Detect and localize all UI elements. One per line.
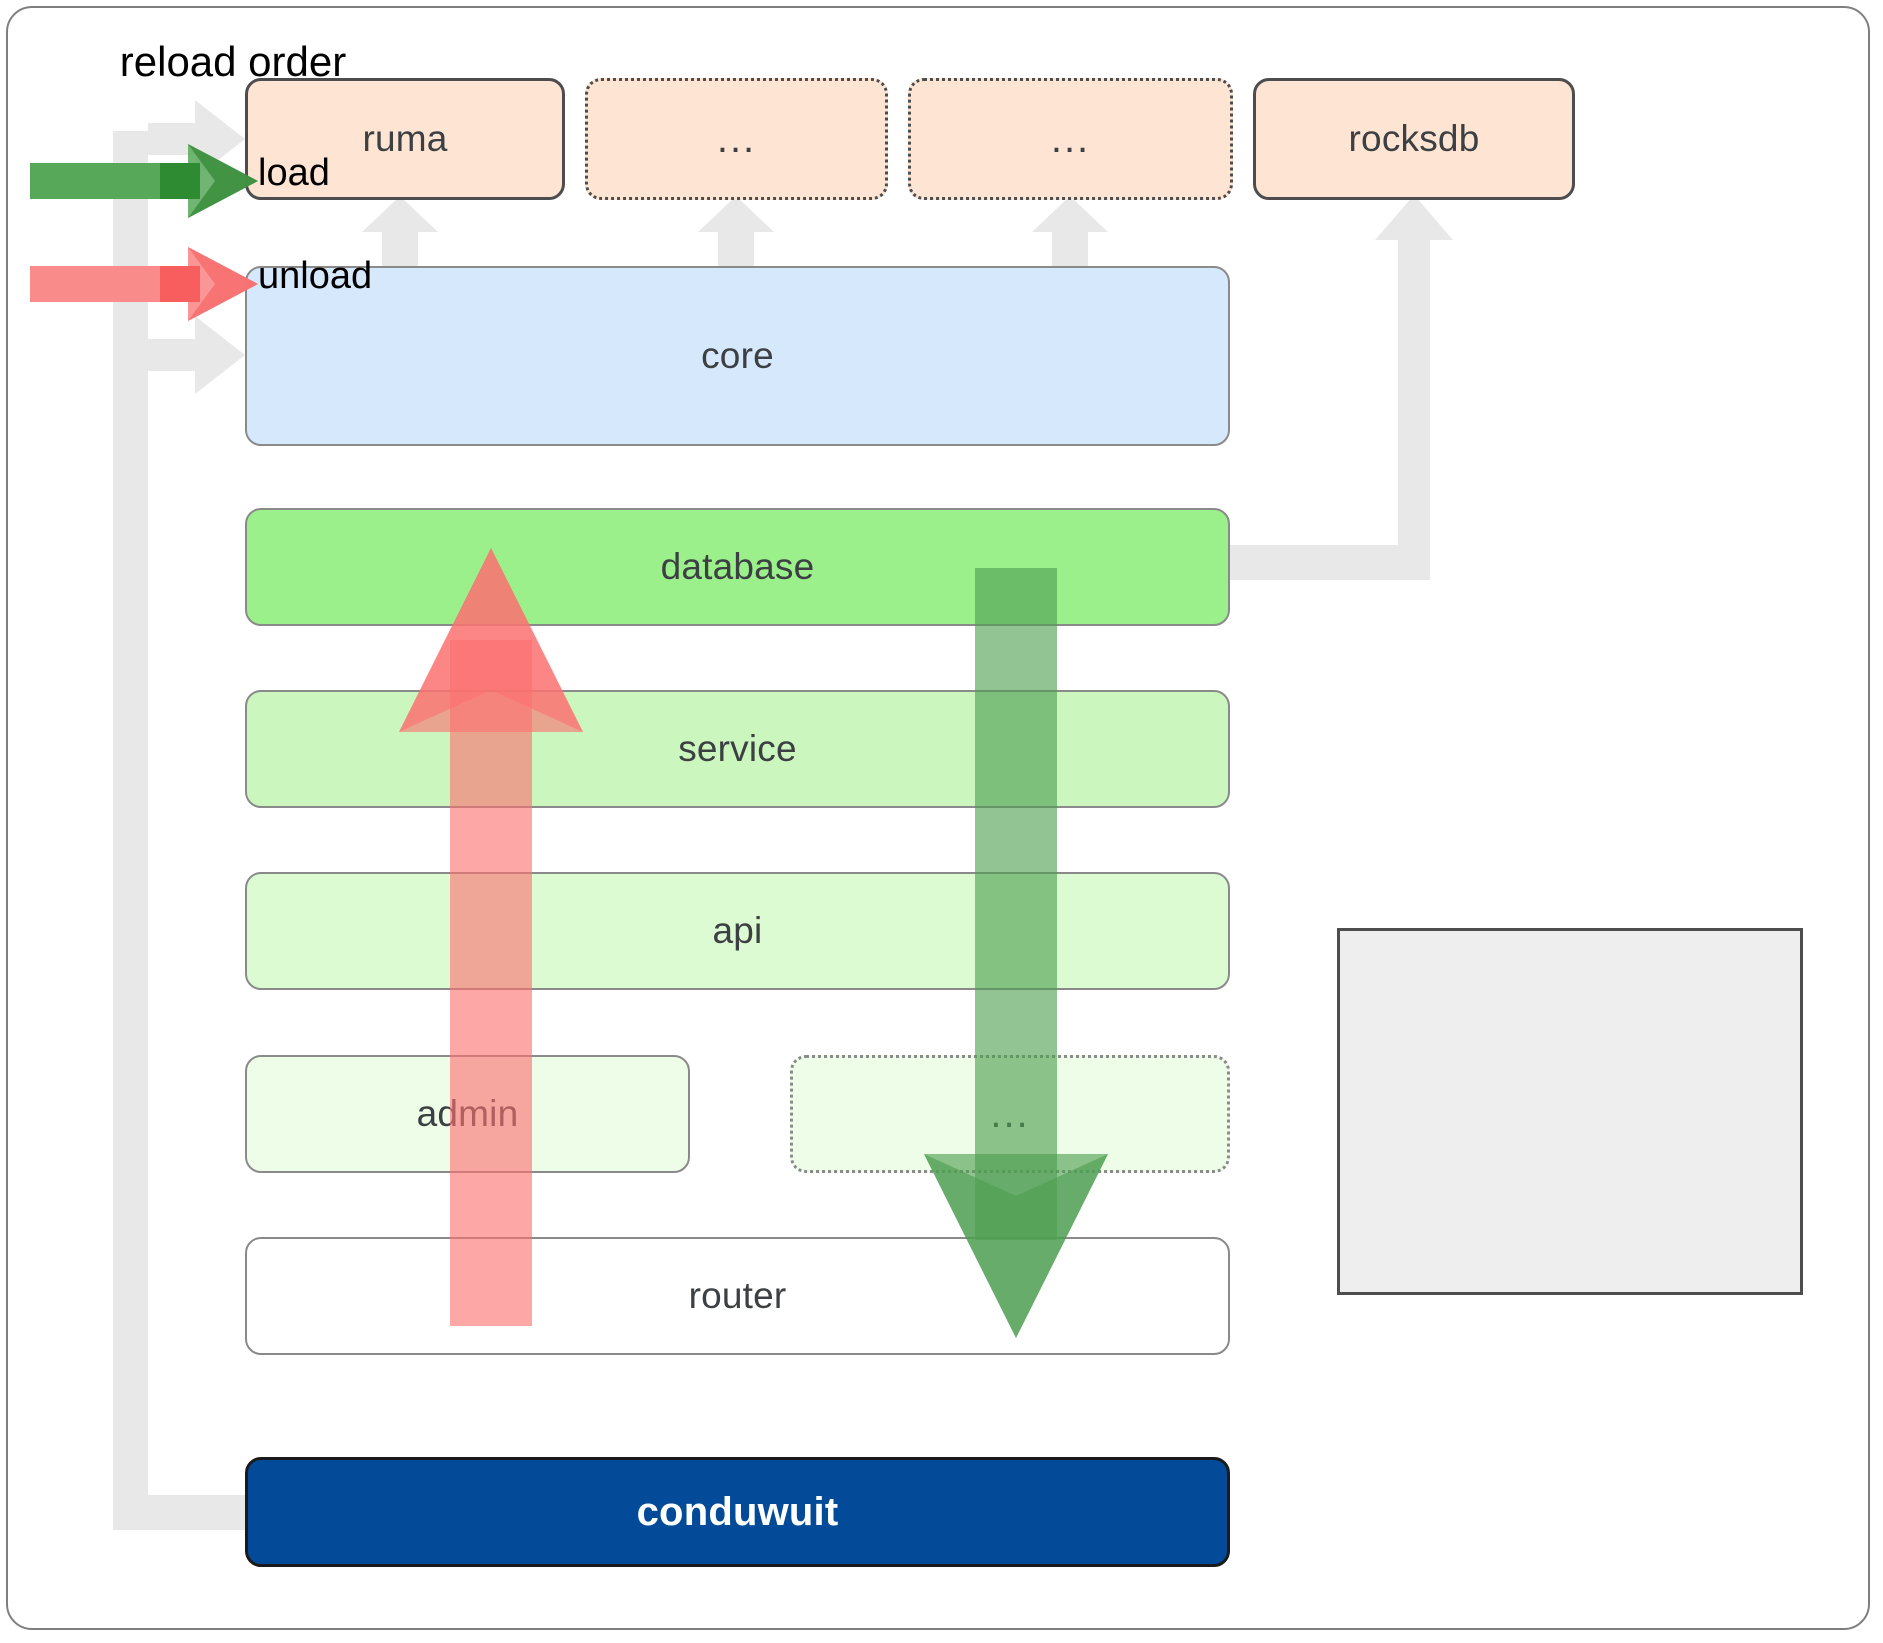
crate-label-admin: admin <box>416 1093 519 1134</box>
crate-label-api: api <box>712 910 763 951</box>
legend-item-unload: unload <box>0 245 466 325</box>
crate-box-api[interactable]: api <box>245 872 1230 990</box>
crate-label-conduwuit: conduwuit <box>636 1489 839 1534</box>
crate-box-conduwuit[interactable]: conduwuit <box>245 1457 1230 1567</box>
legend-title: reload order <box>119 38 347 85</box>
unload-arrow-icon <box>30 247 258 321</box>
crate-box-admin[interactable]: admin <box>245 1055 690 1173</box>
dependency-box-rocksdb[interactable]: rocksdb <box>1253 78 1575 200</box>
crate-label-service: service <box>678 728 797 769</box>
dependency-label-ruma: ruma <box>362 118 448 159</box>
legend-item-load: load <box>0 142 466 222</box>
legend-label-load: load <box>258 152 330 194</box>
crate-label-ellipsis-3: ... <box>990 1091 1030 1136</box>
crate-box-core[interactable]: core <box>245 266 1230 446</box>
crate-label-database: database <box>660 546 815 587</box>
legend-label-unload: unload <box>258 255 373 297</box>
crate-box-service[interactable]: service <box>245 690 1230 808</box>
dependency-label-ellipsis-2: ... <box>1050 116 1091 161</box>
crate-label-core: core <box>701 335 774 376</box>
dependency-box-ellipsis-1[interactable]: ... <box>585 78 888 200</box>
dependency-label-ellipsis-1: ... <box>716 116 757 161</box>
crate-label-router: router <box>688 1275 787 1316</box>
crate-box-router[interactable]: router <box>245 1237 1230 1355</box>
crate-box-database[interactable]: database <box>245 508 1230 626</box>
dependency-label-rocksdb: rocksdb <box>1348 118 1480 159</box>
legend-panel <box>1337 928 1803 1295</box>
dependency-box-ellipsis-2[interactable]: ... <box>908 78 1233 200</box>
crate-box-ellipsis-3[interactable]: ... <box>790 1055 1230 1173</box>
